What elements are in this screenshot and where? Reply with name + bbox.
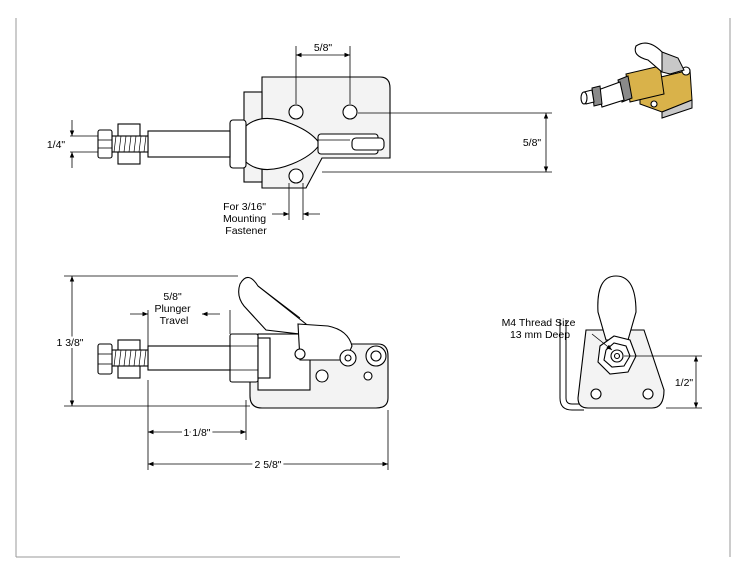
side-view-dimensions: 5/8" Plunger Travel 1 3/8" 1 1/8" 2 5/8": [54, 275, 389, 474]
dim-hole-spacing: 5/8": [314, 42, 333, 54]
dim-overall-height: 1 3/8": [56, 337, 83, 349]
svg-text:M4 Thread Size 13 mm Dee: M4 Thread Size 13 mm Deep: [502, 317, 579, 341]
dim-plunger-length: 1 1/8": [183, 427, 210, 439]
thread-note-line2: 13 mm Deep: [510, 329, 570, 341]
svg-text:5/8" Plunger Trave: 5/8" Plunger Travel: [154, 291, 193, 327]
travel-line1: 5/8": [163, 291, 182, 303]
isometric-view: [580, 42, 693, 119]
dim-height: 5/8": [523, 137, 542, 149]
thread-note-line1: M4 Thread Size: [502, 317, 576, 329]
side-view: [97, 276, 389, 409]
fastener-note-line3: Fastener: [225, 225, 267, 237]
end-view: [559, 275, 665, 411]
dim-center-height: 1/2": [675, 377, 694, 389]
sheet-border: [15, 18, 731, 558]
dim-shank: 1/4": [47, 139, 66, 151]
dim-overall-length: 2 5/8": [254, 459, 281, 471]
svg-text:For 3/16" Mounting: For 3/16" Mounting Fastener: [223, 201, 269, 237]
top-view: [97, 76, 391, 189]
travel-line2: Plunger: [154, 303, 191, 315]
fastener-note-line1: For 3/16": [223, 201, 266, 213]
top-view-dimensions: 5/8" 1/4" 5/8" For 3/16" Mounting Fasten…: [47, 42, 552, 237]
fastener-note-line2: Mounting: [223, 213, 266, 225]
travel-line3: Travel: [160, 315, 189, 327]
end-view-dimensions: M4 Thread Size 13 mm Deep 1/2": [502, 317, 702, 409]
